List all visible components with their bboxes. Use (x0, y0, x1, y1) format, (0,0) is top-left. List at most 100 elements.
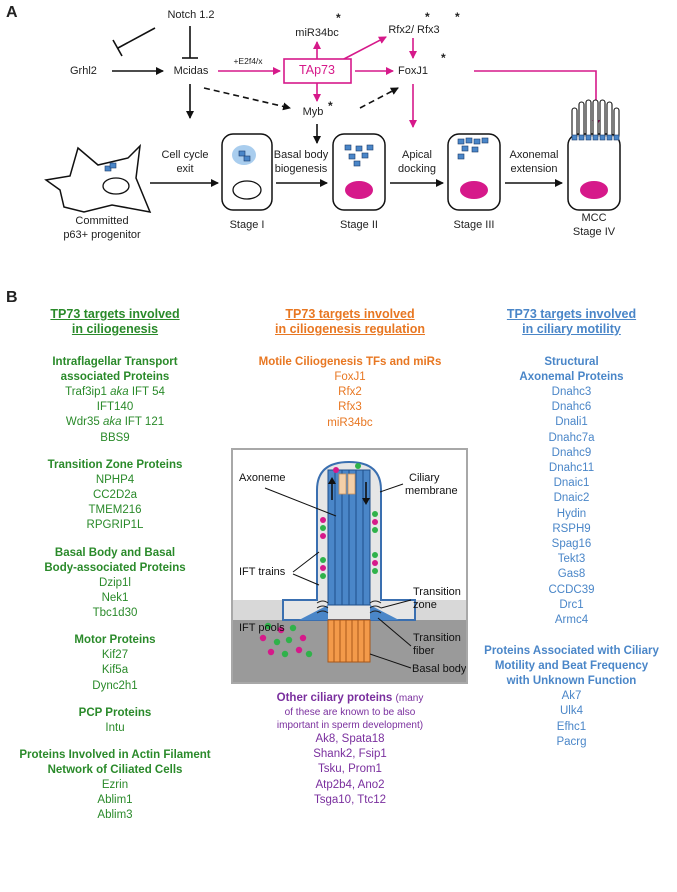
step2-line1: Basal body (273, 149, 329, 161)
activation-arrows (112, 67, 399, 144)
other-proteins-section: Other ciliary proteins (many of these ar… (222, 691, 478, 808)
tz-item: TMEM216 (88, 504, 142, 517)
unknown-title-line2: Motility and Beat Frequency (494, 660, 649, 673)
ift-title-line1: Intraflagellar Transport (52, 356, 178, 368)
motor-item: Dync2h1 (92, 679, 138, 692)
tf-label-line2: fiber (413, 645, 435, 657)
structural-item: Tekt3 (557, 553, 586, 566)
ift-item: IFT140 (96, 401, 134, 414)
bb-title-line2: Body-associated Proteins (44, 561, 186, 574)
other-item: Atp2b4, Ano2 (315, 778, 385, 791)
panel-b-letter: B (6, 289, 18, 306)
tz-item: CC2D2a (92, 489, 138, 502)
tf-item: Rfx3 (338, 401, 362, 414)
foxj1-star: * (441, 51, 446, 65)
structural-item: Spag16 (551, 538, 592, 551)
step1-line2: exit (176, 163, 194, 175)
unknown-item: Efhc1 (556, 720, 587, 733)
actin-item: Ezrin (101, 779, 129, 792)
bb-item: Tbc1d30 (92, 607, 138, 620)
mir34bc-star: * (336, 11, 341, 25)
unknown-item: Ak7 (561, 690, 582, 703)
stage2-label: Stage II (340, 219, 378, 231)
structural-item: Hydin (556, 507, 587, 520)
col3-header-line1: TP73 targets involved (506, 307, 637, 321)
step3-line2: docking (398, 163, 436, 175)
structural-title-line1: Structural (544, 356, 599, 368)
other-item: Tsga10, Ttc12 (313, 793, 387, 806)
tz-item: RPGRIP1L (86, 519, 144, 532)
structural-item: CCDC39 (548, 583, 595, 596)
progenitor-cell (44, 143, 152, 213)
ift-item-wdr35: Wdr35 aka IFT 121 (65, 416, 165, 429)
tf-item: FoxJ1 (334, 371, 366, 383)
stage1-label: Stage I (229, 219, 265, 231)
structural-item: Armc4 (554, 614, 589, 627)
cilium-schematic: Axoneme Ciliary membrane IFT trains Tran… (231, 448, 468, 684)
unknown-item: Pacrg (556, 735, 587, 748)
inhibition-arrows (112, 26, 198, 59)
bb-item: Dzip1l (99, 576, 131, 589)
ift-item: BBS9 (100, 431, 130, 444)
ift-trains-label: IFT trains (239, 566, 286, 578)
structural-item: Dnaic1 (553, 477, 590, 490)
step3-line1: Apical (402, 149, 432, 161)
basal-body-label: Basal body (412, 663, 467, 675)
tf-item: Rfx2 (338, 386, 362, 399)
stage-2-cell (332, 133, 386, 211)
cilium-drawing (233, 460, 466, 682)
structural-item: Dnahc6 (551, 401, 592, 414)
notch-label: Notch 1.2 (167, 9, 215, 21)
structural-title-line2: Axonemal Proteins (519, 371, 624, 383)
unknown-title-line1: Proteins Associated with Ciliary (484, 645, 659, 658)
axoneme-label: Axoneme (239, 472, 286, 484)
ift-title-line2: associated Proteins (60, 371, 170, 383)
foxj1-label: FoxJ1 (398, 65, 428, 77)
myb-label: Myb (302, 106, 324, 118)
structural-item: Gas8 (557, 568, 586, 581)
structural-item: Dnahc11 (548, 462, 595, 475)
structural-item: Dnahc3 (551, 386, 592, 398)
mcc-label-line2: Stage IV (572, 226, 616, 238)
rfx2-star: * (425, 10, 430, 24)
mcc-cell (567, 99, 621, 211)
structural-item: Dnahc7a (548, 431, 595, 444)
structural-item: Dnali1 (555, 416, 588, 429)
actin-title-line1: Proteins Involved in Actin Filament (19, 749, 211, 762)
motor-title: Motor Proteins (74, 634, 156, 647)
ciliogenesis-column: TP73 targets involved in ciliogenesis In… (0, 307, 230, 824)
stage-1-cell (221, 133, 273, 211)
step4-line2: extension (510, 163, 558, 175)
tap73-label: TAp73 (299, 63, 335, 77)
rfx3-star: * (455, 10, 460, 24)
panel-a-letter: A (6, 4, 18, 21)
rfx-label: Rfx2/ Rfx3 (388, 24, 440, 36)
bb-item: Nek1 (101, 591, 129, 604)
membrane-label-line2: membrane (405, 485, 458, 497)
ift-pools-label: IFT pools (239, 622, 285, 634)
structural-item: Dnaic2 (553, 492, 590, 505)
progenitor-line2: p63+ progenitor (63, 229, 141, 241)
tz-label-line2: zone (413, 599, 437, 611)
col1-header-line1: TP73 targets involved (50, 307, 180, 321)
tz-title: Transition Zone Proteins (47, 458, 183, 471)
e2f-label: +E2f4/x (233, 56, 263, 66)
myb-star: * (328, 99, 333, 113)
tz-label-line1: Transition (413, 586, 461, 598)
step4-line1: Axonemal (509, 149, 559, 161)
other-title: Other ciliary proteins (many (276, 692, 424, 704)
actin-item: Ablim1 (97, 794, 133, 807)
pathway-diagram (44, 26, 621, 213)
mcc-label-line1: MCC (581, 212, 607, 224)
step2-line2: biogenesis (274, 163, 328, 175)
other-item: Ak8, Spata18 (315, 733, 385, 745)
mcidas-label: Mcidas (173, 65, 209, 77)
tf-item: miR34bc (327, 416, 373, 429)
stage3-label: Stage III (453, 219, 495, 231)
step1-line1: Cell cycle (161, 149, 209, 161)
structural-item: RSPH9 (552, 522, 591, 535)
grhl2-label: Grhl2 (70, 65, 97, 77)
other-note-line2: of these are known to be also (284, 707, 416, 718)
pcp-item: Intu (105, 721, 125, 734)
unknown-item: Ulk4 (559, 705, 583, 718)
